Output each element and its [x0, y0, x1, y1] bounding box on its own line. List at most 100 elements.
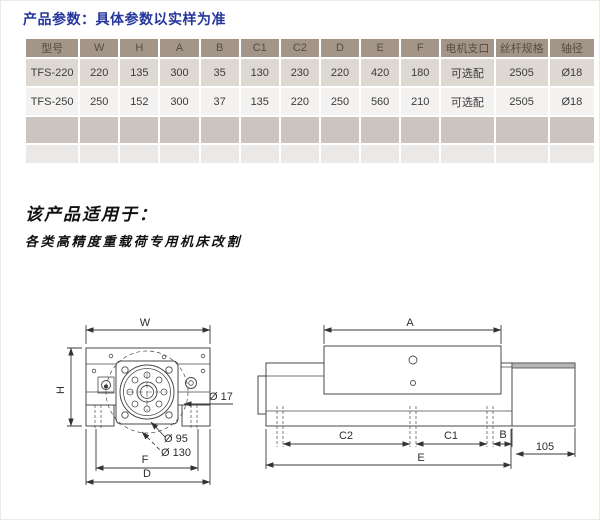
- cell: 220: [320, 59, 360, 86]
- empty-row: [26, 117, 594, 143]
- side-view: [257, 345, 576, 447]
- cell: 180: [401, 59, 440, 86]
- empty-cell: [441, 117, 494, 143]
- column-header: 轴径: [549, 39, 594, 57]
- empty-cell: [26, 117, 79, 143]
- bearing-housing-outer: [119, 364, 175, 420]
- empty-cell: [549, 145, 594, 163]
- column-header: C1: [240, 39, 279, 57]
- column-header: E: [361, 39, 400, 57]
- side-view-dimensions: [265, 325, 576, 469]
- cell: 300: [160, 59, 199, 86]
- page-title: 产品参数：具体参数以实样为准: [23, 11, 226, 27]
- cell: 420: [361, 59, 400, 86]
- empty-cell: [280, 145, 319, 163]
- carriage-hole-bottom: [410, 380, 416, 386]
- dim-label-a: A: [406, 317, 414, 329]
- side-view-dimension-labels: A C2 C1 B E 105: [339, 317, 554, 464]
- empty-cell: [441, 145, 494, 163]
- side-bearing-icon: [185, 377, 197, 389]
- cell: 37: [200, 88, 239, 115]
- column-header: D: [320, 39, 360, 57]
- center-crosshair: [128, 373, 166, 411]
- column-header: H: [120, 39, 159, 57]
- dim-label-dia95: Ø 95: [164, 433, 188, 445]
- dim-label-e: E: [417, 452, 424, 464]
- cell: 135: [120, 59, 159, 86]
- column-header: W: [80, 39, 119, 57]
- foot-hole-centerlines: [94, 405, 198, 428]
- end-view-foot-right: [181, 405, 211, 427]
- motor-housing: [511, 362, 576, 427]
- column-header: C2: [280, 39, 319, 57]
- dim-label-h: H: [55, 386, 67, 394]
- cell: 560: [361, 88, 400, 115]
- end-view-dimensions: [67, 325, 233, 485]
- cell: TFS-250: [26, 88, 79, 115]
- dim-label-c1: C1: [444, 430, 458, 442]
- dim-label-dia17: Ø 17: [209, 391, 233, 403]
- empty-cell: [495, 145, 548, 163]
- dim-label-w: W: [140, 317, 151, 329]
- suitability-heading: 该产品适用于：: [25, 205, 158, 225]
- cell: 300: [160, 88, 199, 115]
- cell: 可选配: [441, 88, 494, 115]
- dim-label-f: F: [142, 454, 149, 466]
- cell: Ø18: [549, 88, 594, 115]
- dim-label-b: B: [499, 429, 506, 441]
- empty-cell: [80, 145, 119, 163]
- empty-cell: [200, 145, 239, 163]
- column-header: 丝杆规格: [495, 39, 548, 57]
- empty-cell: [361, 117, 400, 143]
- empty-cell: [26, 145, 79, 163]
- cell: 230: [280, 59, 319, 86]
- cell: 135: [240, 88, 279, 115]
- suitability-description: 各类高精度重载荷专用机床改割: [25, 235, 243, 250]
- dim-label-105: 105: [536, 441, 554, 453]
- empty-cell: [120, 145, 159, 163]
- column-header: 型号: [26, 39, 79, 57]
- column-header: F: [401, 39, 440, 57]
- cell: 35: [200, 59, 239, 86]
- end-view-foot-left: [85, 405, 115, 427]
- cell: 210: [401, 88, 440, 115]
- empty-cell: [160, 145, 199, 163]
- empty-cell: [240, 145, 279, 163]
- empty-cell: [401, 117, 440, 143]
- cell: 250: [80, 88, 119, 115]
- end-view: [85, 347, 211, 434]
- empty-cell: [549, 117, 594, 143]
- cell: 130: [240, 59, 279, 86]
- cell: 220: [80, 59, 119, 86]
- column-header: B: [200, 39, 239, 57]
- empty-cell: [401, 145, 440, 163]
- empty-row: [26, 145, 594, 163]
- cell: 2505: [495, 59, 548, 86]
- grease-port-icon: [101, 380, 111, 390]
- empty-cell: [160, 117, 199, 143]
- column-header: 电机支口: [441, 39, 494, 57]
- cell: 220: [280, 88, 319, 115]
- carriage-hole-top: [408, 355, 418, 365]
- empty-cell: [361, 145, 400, 163]
- empty-cell: [280, 117, 319, 143]
- empty-cell: [495, 117, 548, 143]
- suitability-section: 该产品适用于： 各类高精度重载荷专用机床改割: [25, 200, 242, 250]
- plate-screw-holes: [91, 353, 206, 374]
- empty-cell: [120, 117, 159, 143]
- dim-label-c2: C2: [339, 430, 353, 442]
- mount-hole-centerlines: [276, 406, 494, 447]
- empty-cell: [320, 145, 360, 163]
- end-view-dimension-labels: W H Ø 17 Ø 95 Ø 130 F D: [55, 317, 233, 480]
- motor-housing-top-strip: [511, 362, 576, 369]
- cell: 2505: [495, 88, 548, 115]
- carriage-plate: [323, 345, 502, 395]
- cell: 152: [120, 88, 159, 115]
- cell: 可选配: [441, 59, 494, 86]
- dim-label-d: D: [143, 468, 151, 480]
